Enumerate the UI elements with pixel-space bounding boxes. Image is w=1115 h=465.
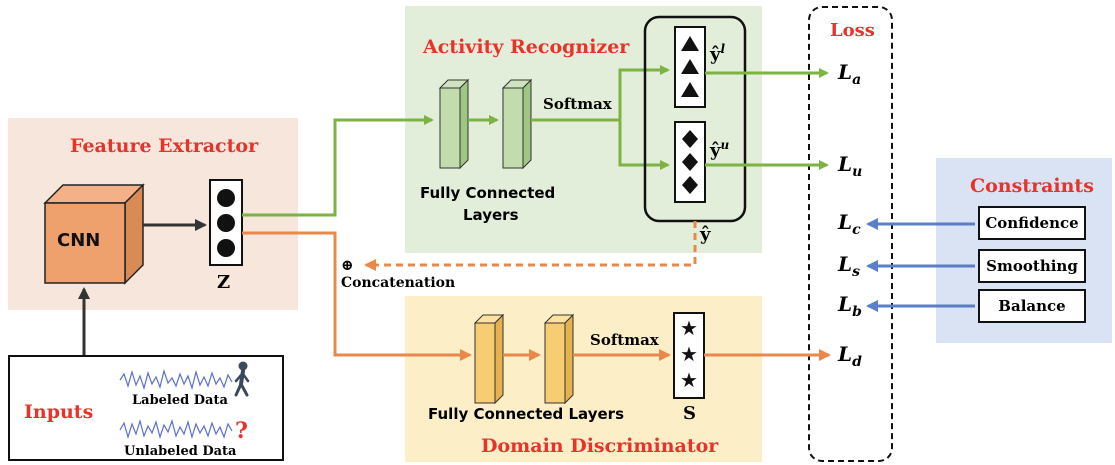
z-vector [209, 179, 243, 266]
loss-term-la-main: L [838, 60, 853, 84]
concatenation-symbol: ⊕ [341, 256, 354, 274]
loss-term-ld-main: L [838, 342, 853, 366]
y-labeled-vector [674, 26, 706, 108]
svg-text:★: ★ [680, 342, 698, 366]
unlabeled-data-label: Unlabeled Data [124, 444, 237, 459]
loss-term-ls-main: L [838, 252, 853, 276]
cnn-cube [43, 183, 145, 285]
inputs-box [8, 355, 284, 461]
y-unlabeled-vector [674, 121, 706, 203]
softmax-to-yu-arrow [618, 120, 670, 170]
loss-term-la-sub: a [852, 72, 862, 88]
constraints-title: Constraints [970, 175, 1094, 197]
concatenation-arrow [364, 221, 697, 271]
loss-term-la: La [838, 60, 861, 88]
loss-term-ls-sub: s [852, 264, 860, 280]
y-unlabeled-symbol: ŷ [710, 140, 721, 161]
y-labeled-symbol: ŷ [710, 44, 721, 65]
loss-title: Loss [830, 20, 875, 41]
loss-term-lu: Lu [838, 152, 862, 180]
y-labeled-superscript: l [720, 42, 726, 56]
z-label: Z [217, 272, 231, 293]
z-to-discriminator-arrow [242, 231, 472, 361]
domain-discriminator-title: Domain Discriminator [481, 435, 719, 457]
y-labeled-label: ŷl [710, 42, 725, 65]
loss-term-lc: Lc [838, 210, 861, 238]
cnn-label: CNN [57, 230, 101, 251]
unlabeled-signal-wave [119, 418, 233, 440]
constraint-confidence-box: Confidence [978, 206, 1086, 240]
loss-term-lu-main: L [838, 152, 853, 176]
loss-term-lu-sub: u [852, 164, 863, 180]
question-mark-icon: ? [235, 418, 248, 444]
recognizer-fc-label-line2: Layers [463, 206, 519, 224]
concatenation-label: Concatenation [341, 275, 456, 291]
activity-recognizer-title: Activity Recognizer [423, 36, 630, 58]
svg-text:★: ★ [680, 368, 698, 392]
loss-term-lb-main: L [838, 292, 853, 316]
loss-term-ls: Ls [838, 252, 860, 280]
y-hat-label: ŷ [700, 224, 711, 245]
z-to-recognizer-arrow [242, 115, 434, 217]
loss-term-ld-sub: d [852, 354, 862, 370]
inputs-title: Inputs [24, 401, 94, 423]
loss-term-lc-sub: c [852, 222, 861, 238]
loss-term-lc-main: L [838, 210, 853, 234]
loss-box [808, 6, 893, 462]
constraint-smoothing-box: Smoothing [978, 249, 1086, 283]
discriminator-softmax-label: Softmax [590, 331, 659, 349]
svg-text:★: ★ [680, 316, 698, 340]
loss-term-lb-sub: b [852, 304, 862, 320]
loss-term-ld: Ld [838, 342, 862, 370]
loss-term-lb: Lb [838, 292, 862, 320]
labeled-signal-wave [119, 368, 233, 391]
recognizer-fc-label-line1: Fully Connected [420, 184, 556, 202]
s-label: S [683, 403, 696, 424]
discriminator-fc-layers [473, 313, 575, 405]
labeled-data-label: Labeled Data [132, 393, 228, 408]
walking-person-icon [234, 361, 250, 397]
feature-extractor-title: Feature Extractor [70, 135, 259, 157]
constraint-balance-box: Balance [978, 289, 1086, 323]
y-unlabeled-label: ŷu [710, 138, 729, 161]
s-vector: ★ ★ ★ [673, 312, 705, 399]
y-unlabeled-superscript: u [720, 138, 730, 152]
recognizer-softmax-label: Softmax [543, 95, 612, 113]
recognizer-fc-layers [438, 78, 533, 170]
discriminator-fc-label: Fully Connected Layers [428, 405, 624, 423]
